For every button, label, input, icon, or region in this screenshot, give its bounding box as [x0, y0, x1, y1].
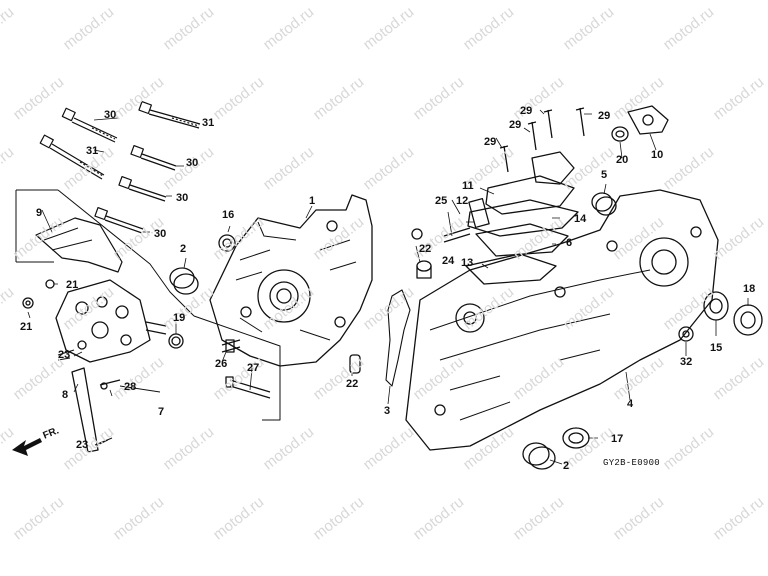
- callout-label: 28: [124, 381, 137, 393]
- callout-label: 30: [154, 228, 167, 240]
- callout-label: 25: [435, 195, 448, 207]
- left-crankcase: [209, 194, 373, 367]
- callout-label: 16: [222, 209, 235, 221]
- callout-label: 3: [384, 405, 391, 417]
- callout-label: 4: [627, 398, 634, 410]
- intake-assembly: [411, 107, 585, 285]
- callout-label: 5: [601, 169, 608, 181]
- callout-label: 26: [215, 358, 228, 370]
- callout-label: 11: [462, 180, 474, 192]
- callout-label: 1: [309, 195, 316, 207]
- seal-group: [591, 105, 669, 216]
- callout-label: 22: [346, 378, 359, 390]
- callout-label: 32: [680, 356, 693, 368]
- callout-label: 31: [202, 117, 215, 129]
- callout-label: 13: [461, 257, 474, 269]
- callout-label: 19: [173, 312, 186, 324]
- callout-label: 29: [509, 119, 522, 131]
- callout-label: 2: [180, 243, 187, 255]
- callout-label: 10: [651, 149, 664, 161]
- callout-label: 17: [611, 433, 624, 445]
- callout-label: 6: [566, 237, 573, 249]
- bolt-group: [39, 100, 201, 234]
- callout-label: 14: [574, 213, 587, 225]
- right-crankcase: [405, 189, 719, 451]
- callout-label: 9: [36, 207, 43, 219]
- callout-label: 30: [176, 192, 189, 204]
- callout-label: 12: [456, 195, 469, 207]
- callout-label: 21: [20, 321, 33, 333]
- callout-label: 23: [76, 439, 89, 451]
- water-pump-group: [15, 189, 281, 453]
- front-arrow-icon: [12, 438, 42, 456]
- callout-label: 2: [563, 460, 570, 472]
- callout-label: 29: [520, 105, 533, 117]
- callout-label: 18: [743, 283, 756, 295]
- callout-label: 29: [484, 136, 497, 148]
- callout-label: 31: [86, 145, 99, 157]
- callout-label: 30: [186, 157, 199, 169]
- callout-label: 8: [62, 389, 69, 401]
- callout-label: 23: [58, 349, 71, 361]
- diagram-code: GY2B-E0900: [603, 458, 661, 468]
- gasket: [385, 289, 411, 387]
- callout-label: 7: [158, 406, 165, 418]
- callout-label: 27: [247, 362, 260, 374]
- callout-label: 30: [104, 109, 117, 121]
- callout-label: 24: [442, 255, 455, 267]
- callout-label: 15: [710, 342, 723, 354]
- leader-lines: [27, 109, 749, 465]
- bearing-set-right: [522, 291, 763, 470]
- callout-label: 21: [66, 279, 79, 291]
- callout-label: 22: [419, 243, 432, 255]
- bearing-group: [168, 234, 361, 399]
- callout-label: 29: [598, 110, 611, 122]
- callout-label: 20: [616, 154, 629, 166]
